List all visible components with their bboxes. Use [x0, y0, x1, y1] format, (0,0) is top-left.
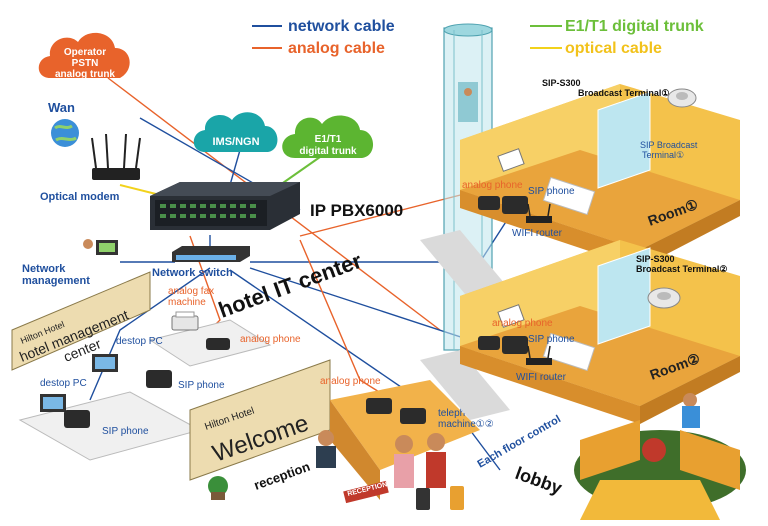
cloud-operator-line3: analog trunk: [55, 69, 115, 80]
room1-sip-s300-label: SIP-S300: [542, 78, 581, 88]
sip-phone-2-label: SIP phone: [102, 426, 149, 437]
cable-optical: [119, 184, 161, 196]
cable-switch-reception: [229, 269, 421, 401]
room2-sip-phone-label: SIP phone: [528, 334, 575, 345]
cloud-ims: IMS/NGN: [193, 112, 278, 152]
speaker-icon: [647, 287, 681, 309]
sip-phone-1-label: SIP phone: [178, 380, 225, 391]
cloud-e1t1-line2: digital trunk: [299, 146, 357, 157]
network-management-line1: Network: [22, 263, 66, 275]
room-1: [460, 84, 740, 268]
globe-icon: [51, 119, 79, 147]
legend-network-text: network cable: [288, 18, 395, 35]
wan-label: Wan: [48, 100, 75, 115]
analog-fax-line1: analog fax: [168, 286, 214, 297]
legend: network cable analog cable E1/T1 digital…: [252, 18, 704, 57]
analog-fax-line2: machine: [168, 297, 206, 308]
pbx-label: IP PBX6000: [310, 201, 403, 220]
plant-icon: [208, 476, 228, 500]
room2-wifi-label: WIFI router: [516, 372, 567, 383]
room1-wifi-label: WIFI router: [512, 228, 563, 239]
cable-ims: [229, 149, 241, 186]
phone-icon: [478, 196, 528, 214]
analog-phone-mid-label: analog phone: [320, 376, 381, 387]
phone-icon: [478, 336, 528, 354]
room2-sip-s300-label: SIP-S300: [636, 254, 675, 264]
destop-pc-2-label: destop PC: [40, 378, 87, 389]
reception-staff: [316, 430, 464, 510]
stairs: [420, 230, 510, 420]
cloud-operator-line1: Operator: [64, 47, 106, 58]
lobby-label: lobby: [513, 463, 565, 498]
router-icon: [526, 203, 552, 223]
room1-sip-phone-label: SIP phone: [528, 186, 575, 197]
room2-analog-phone-label: analog phone: [492, 318, 553, 329]
phone-icon: [366, 398, 426, 424]
cloud-e1t1: E1/T1 digital trunk: [282, 115, 374, 158]
cloud-operator: Operator PSTN analog trunk: [38, 32, 130, 80]
reception-label: reception: [252, 459, 312, 493]
network-management-line2: management: [22, 275, 90, 287]
optical-modem-label: Optical modem: [40, 191, 120, 203]
legend-analog-text: analog cable: [288, 40, 385, 57]
room1-sip-broadcast-line2: Terminal①: [642, 150, 684, 160]
analog-phone-left-label: analog phone: [240, 334, 301, 345]
legend-optical-text: optical cable: [565, 40, 662, 57]
cloud-e1t1-line1: E1/T1: [315, 134, 342, 145]
network-switch-label: Network switch: [152, 267, 233, 279]
pbx-server-icon: [150, 182, 300, 230]
room1-analog-phone-label: analog phone: [462, 180, 523, 191]
switch-icon: [172, 246, 250, 262]
room1-sip-broadcast-line1: SIP Broadcast: [640, 140, 698, 150]
router-icon: [91, 133, 141, 180]
telephone-machine-line1: telephone: [438, 408, 482, 419]
cloud-operator-line2: PSTN: [72, 58, 99, 69]
phone-icon: [206, 338, 230, 350]
telephone-machine-line2: machine①②: [438, 419, 494, 430]
fax-icon: [171, 311, 199, 331]
legend-e1t1-text: E1/T1 digital trunk: [565, 18, 704, 35]
cloud-ims-text: IMS/NGN: [212, 136, 259, 148]
destop-pc-1-label: destop PC: [116, 336, 163, 347]
pc-icon: [83, 239, 118, 255]
room1-broadcast-terminal-label: Broadcast Terminal①: [578, 88, 669, 98]
pc-icon: [40, 354, 118, 412]
speaker-icon: [667, 88, 697, 108]
cable-switch-mgmt-center: [89, 267, 211, 401]
router-icon: [526, 345, 552, 365]
lobby-area: [574, 393, 746, 520]
room2-broadcast-terminal-label: Broadcast Terminal②: [636, 264, 727, 274]
phone-icon: [64, 370, 172, 428]
